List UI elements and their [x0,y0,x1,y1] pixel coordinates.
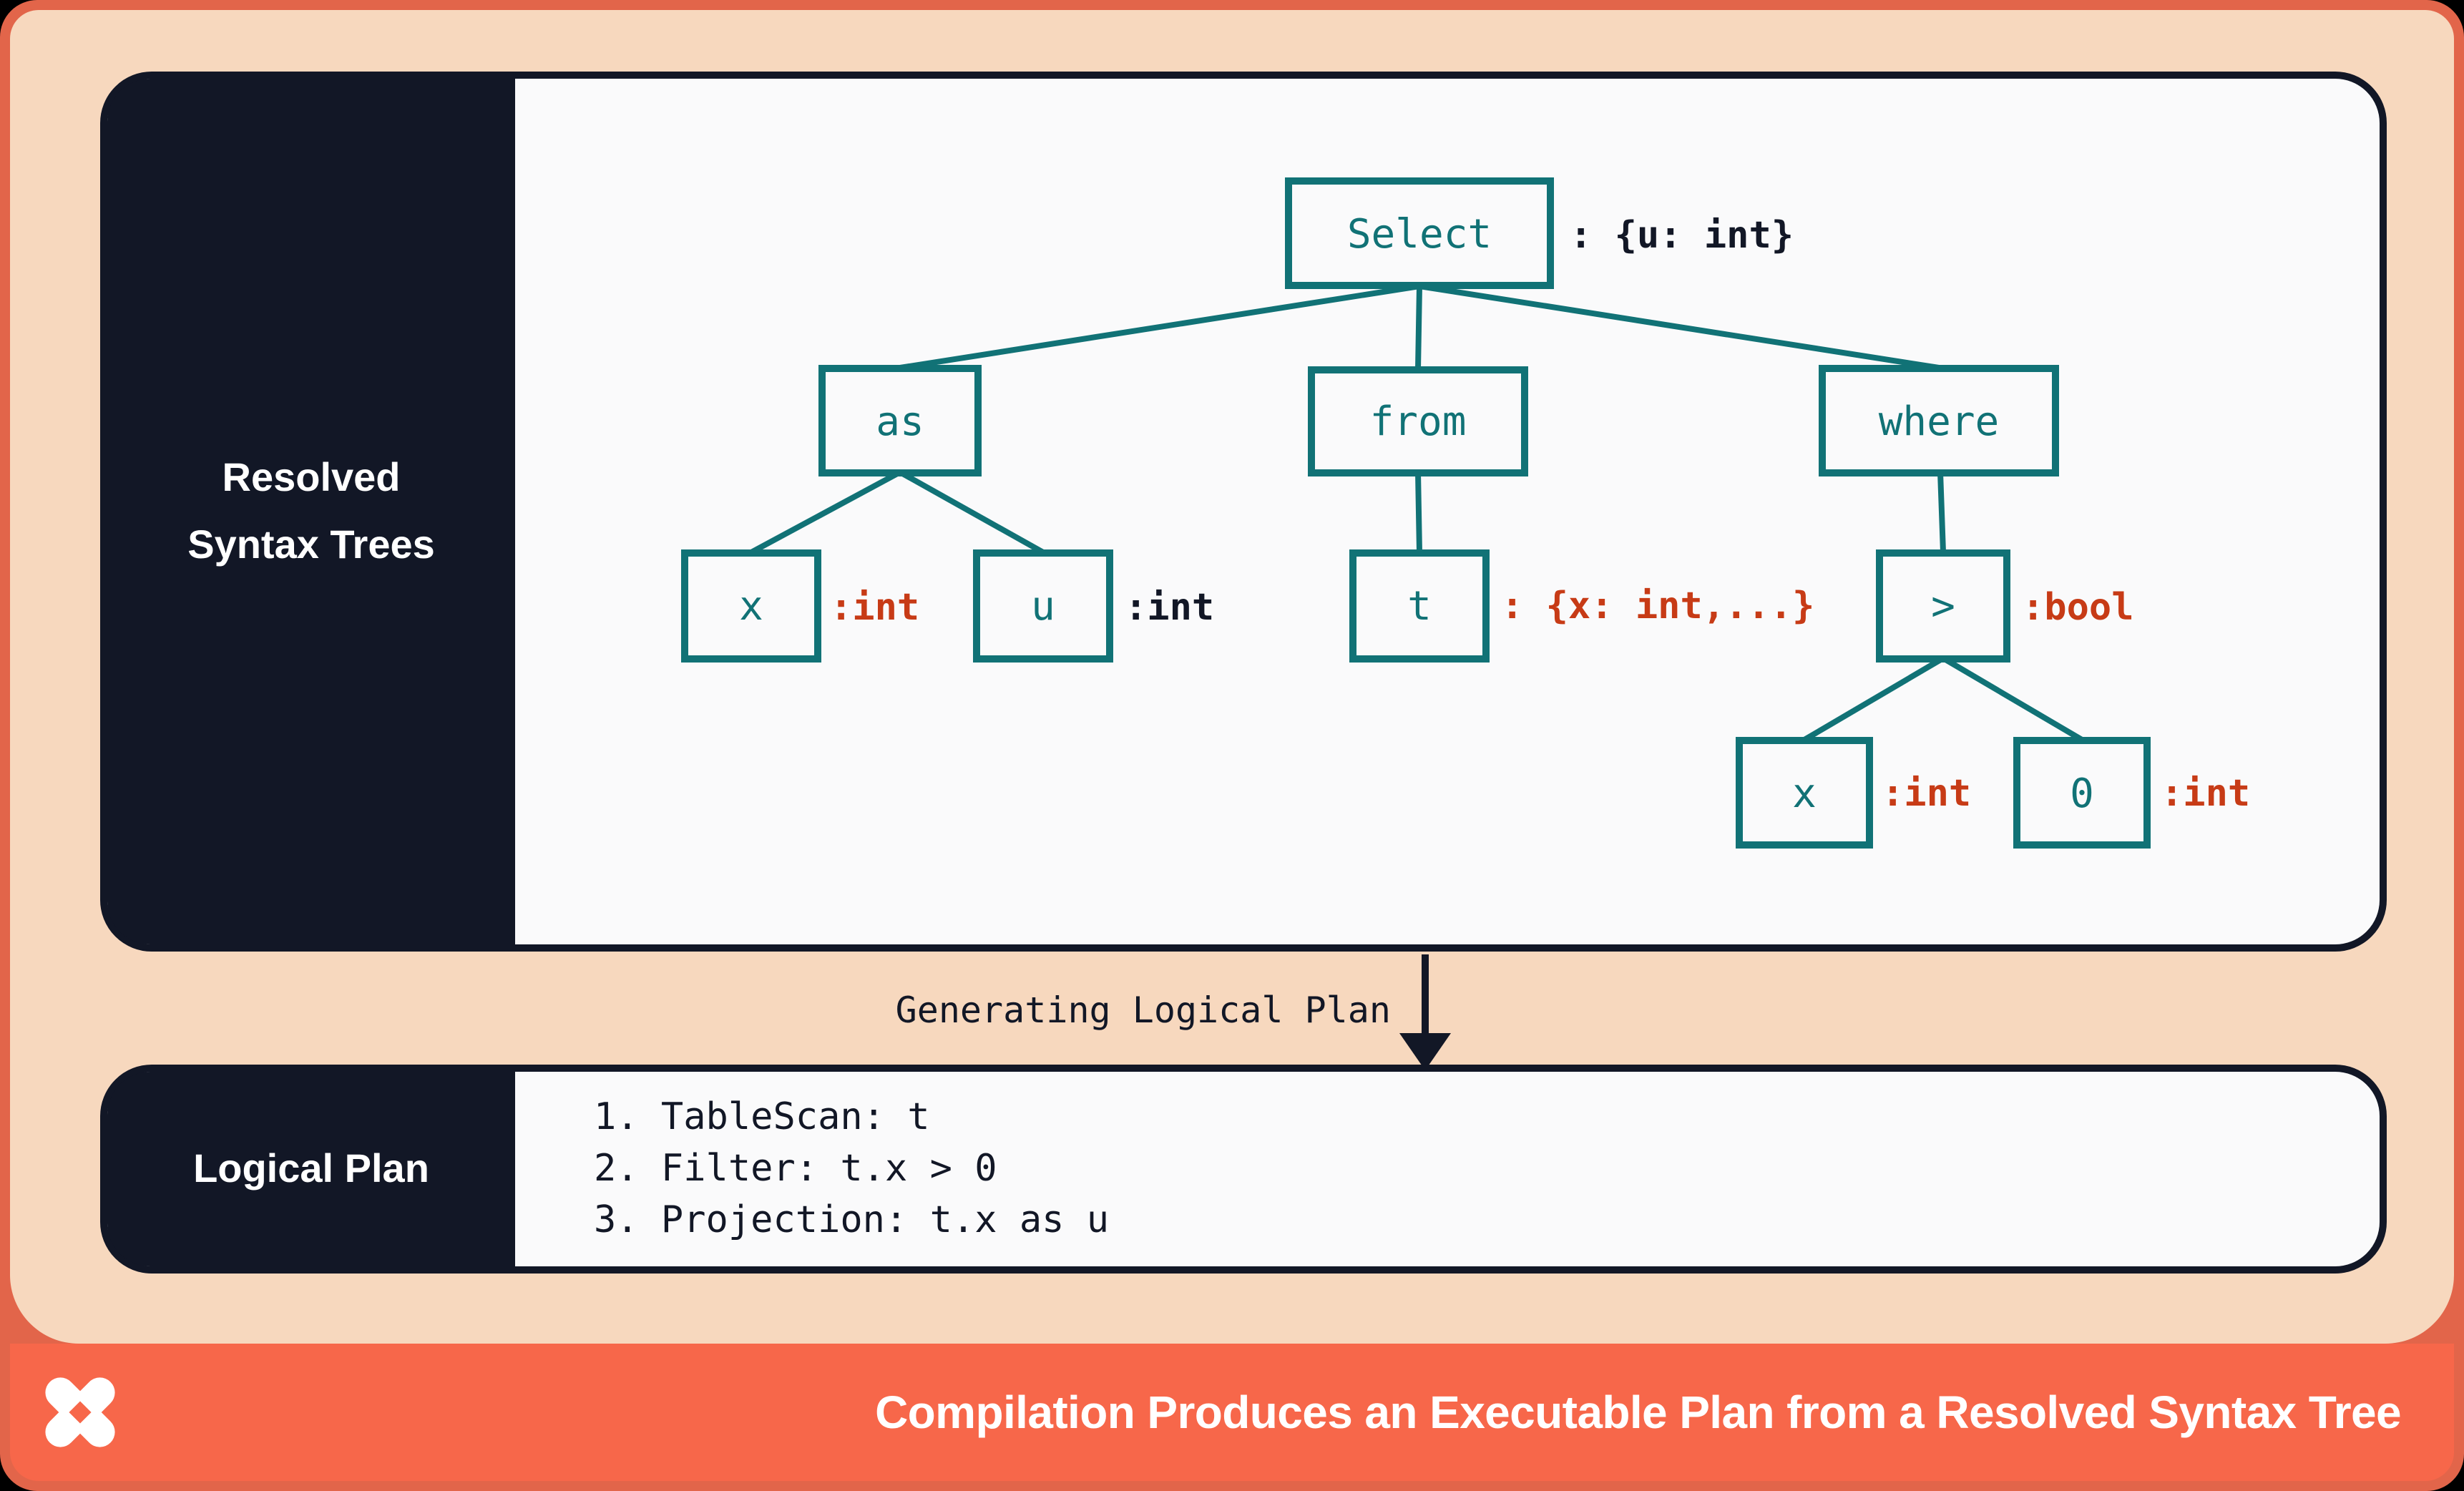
tree-node-u-label: u [1031,582,1055,630]
tree-node-from-label: from [1369,398,1467,445]
pinwheel-x-logo-icon [45,1377,115,1447]
plan-step: 2. Filter: t.x > 0 [594,1148,997,1191]
tree-node-greater-than-label: > [1931,582,1955,630]
type-annotation-select: : {u: int} [1570,215,1794,258]
tree-node-select: Select [1285,177,1554,289]
footer-title: Compilation Produces an Executable Plan … [875,1386,2402,1437]
type-annotation-x-under-gt: :int [1882,773,1972,816]
type-annotation-greater-than: :bool [2022,587,2134,630]
tree-node-as: as [818,365,982,476]
tree-node-zero-label: 0 [2070,769,2094,816]
tree-node-x-under-as: x [681,549,821,663]
tree-node-from: from [1308,366,1528,476]
logical-plan-panel: Logical Plan 1. TableScan: t 2. Filter: … [100,1065,2387,1274]
tree-node-where: where [1819,365,2059,476]
tree-node-where-label: where [1878,397,2000,444]
plan-step: 3. Projection: t.x as u [594,1199,1110,1242]
tree-node-t-label: t [1407,582,1432,630]
tree-node-greater-than: > [1876,549,2010,663]
type-annotation-u: :int [1125,587,1215,630]
resolved-syntax-trees-panel: Resolved Syntax Trees [100,72,2387,952]
tree-node-t: t [1349,549,1490,663]
resolved-syntax-trees-label: Resolved Syntax Trees [187,455,435,566]
generating-logical-plan-label: Generating Logical Plan [895,989,1391,1031]
tree-node-as-label: as [876,397,924,444]
resolved-syntax-trees-sidebar: Resolved Syntax Trees [107,79,515,944]
plan-step: 1. TableScan: t [594,1096,930,1139]
tree-node-x-under-as-label: x [739,582,763,630]
tree-node-u: u [973,549,1113,663]
tree-node-x-under-gt: x [1736,737,1873,849]
logical-plan-sidebar: Logical Plan [107,1072,515,1266]
type-annotation-t: : {x: int,...} [1501,585,1815,628]
type-annotation-x-under-as: :int [830,587,920,630]
tree-node-x-under-gt-label: x [1792,769,1817,816]
type-annotation-zero: :int [2161,773,2251,816]
tree-node-select-label: Select [1346,210,1492,257]
footer-bar: Compilation Produces an Executable Plan … [10,1344,2454,1481]
logical-plan-label: Logical Plan [193,1145,429,1191]
tree-node-zero: 0 [2013,737,2151,849]
logical-plan-steps: 1. TableScan: t 2. Filter: t.x > 0 3. Pr… [594,1072,1109,1266]
